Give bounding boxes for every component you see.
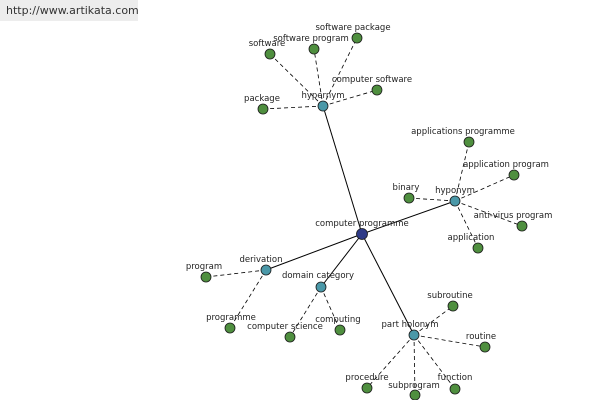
category-node-hyponym[interactable]	[449, 195, 461, 207]
leaf-label-computer-science[interactable]: computer science	[247, 322, 323, 332]
leaf-label-application-program[interactable]: application program	[463, 160, 549, 170]
category-node-domain[interactable]	[315, 281, 327, 293]
leaf-node-software-program[interactable]	[308, 43, 320, 55]
leaf-label-function[interactable]: function	[438, 373, 473, 383]
leaf-label-software-program[interactable]: software program	[273, 34, 349, 44]
url-banner: http://www.artikata.com	[0, 0, 139, 21]
leaf-node-applications-programme[interactable]	[463, 136, 475, 148]
category-label-hypernym[interactable]: hypernym	[301, 91, 344, 101]
edge-domain-computer-science	[289, 286, 322, 338]
edge-domain-computing	[320, 286, 341, 331]
leaf-label-computing[interactable]: computing	[315, 315, 360, 325]
edge-hyponym-anti-virus-program	[454, 200, 523, 227]
leaf-label-routine[interactable]: routine	[466, 332, 496, 342]
edge-hypernym-computer-software	[322, 89, 378, 107]
leaf-label-programme[interactable]: programme	[206, 313, 256, 323]
leaf-label-application[interactable]: application	[448, 233, 495, 243]
leaf-label-subprogram[interactable]: subprogram	[388, 381, 440, 391]
leaf-label-applications-programme[interactable]: applications programme	[411, 127, 515, 137]
category-label-derivation[interactable]: derivation	[239, 255, 282, 265]
edge-derivation-program	[205, 269, 267, 278]
leaf-label-binary[interactable]: binary	[393, 183, 420, 193]
leaf-node-routine[interactable]	[479, 341, 491, 353]
edge-holonym-function	[413, 334, 456, 390]
leaf-label-software[interactable]: software	[249, 39, 286, 49]
leaf-label-program[interactable]: program	[186, 262, 222, 272]
leaf-label-procedure[interactable]: procedure	[345, 373, 388, 383]
leaf-label-subroutine[interactable]: subroutine	[427, 291, 472, 301]
edge-hyponym-applications-programme	[454, 141, 470, 202]
category-node-holonym[interactable]	[408, 329, 420, 341]
edge-hyponym-binary	[408, 197, 456, 202]
leaf-node-application-program[interactable]	[508, 169, 520, 181]
leaf-node-binary[interactable]	[403, 192, 415, 204]
graph-edges	[205, 37, 523, 396]
leaf-node-procedure[interactable]	[361, 382, 373, 394]
category-label-domain[interactable]: domain category	[282, 271, 354, 281]
leaf-node-subprogram[interactable]	[409, 389, 421, 400]
leaf-label-computer-software[interactable]: computer software	[332, 75, 412, 85]
leaf-node-function[interactable]	[449, 383, 461, 395]
leaf-label-software-package[interactable]: software package	[315, 23, 390, 33]
leaf-node-software[interactable]	[264, 48, 276, 60]
category-label-holonym[interactable]: part holonym	[382, 320, 439, 330]
edge-hyponym-application	[454, 200, 479, 249]
leaf-node-software-package[interactable]	[351, 32, 363, 44]
category-node-hypernym[interactable]	[317, 100, 329, 112]
edge-center-domain	[320, 233, 363, 288]
category-label-hyponym[interactable]: hyponym	[435, 186, 475, 196]
graph-labels: computer programme hypernym hyponym derivat…	[186, 23, 553, 391]
site-url-link[interactable]: http://www.artikata.com	[6, 4, 139, 17]
edge-hypernym-software	[269, 53, 324, 107]
leaf-node-computing[interactable]	[334, 324, 346, 336]
edge-holonym-subprogram	[413, 334, 416, 396]
center-node-label[interactable]: computer programme	[315, 219, 409, 229]
leaf-node-subroutine[interactable]	[447, 300, 459, 312]
edge-hypernym-software-package	[322, 37, 358, 107]
leaf-node-anti-virus-program[interactable]	[516, 220, 528, 232]
leaf-label-package[interactable]: package	[244, 94, 280, 104]
leaf-node-application[interactable]	[472, 242, 484, 254]
graph-nodes	[200, 32, 528, 400]
edge-derivation-programme	[229, 269, 267, 329]
center-node[interactable]	[356, 228, 368, 240]
leaf-label-anti-virus-program[interactable]: anti-virus program	[474, 211, 553, 221]
edge-holonym-routine	[413, 334, 486, 348]
edge-center-derivation	[265, 233, 363, 271]
edge-hyponym-application-program	[454, 174, 515, 202]
edge-holonym-subroutine	[413, 305, 454, 336]
edge-center-hypernym	[322, 105, 363, 235]
leaf-node-package[interactable]	[257, 103, 269, 115]
edge-holonym-procedure	[366, 334, 415, 389]
edge-hypernym-package	[262, 105, 324, 110]
leaf-node-computer-science[interactable]	[284, 331, 296, 343]
leaf-node-computer-software[interactable]	[371, 84, 383, 96]
leaf-node-programme[interactable]	[224, 322, 236, 334]
edge-hypernym-software-program	[313, 48, 324, 107]
category-node-derivation[interactable]	[260, 264, 272, 276]
leaf-node-program[interactable]	[200, 271, 212, 283]
edge-center-hyponym	[361, 200, 456, 235]
edge-center-holonym	[361, 233, 415, 336]
